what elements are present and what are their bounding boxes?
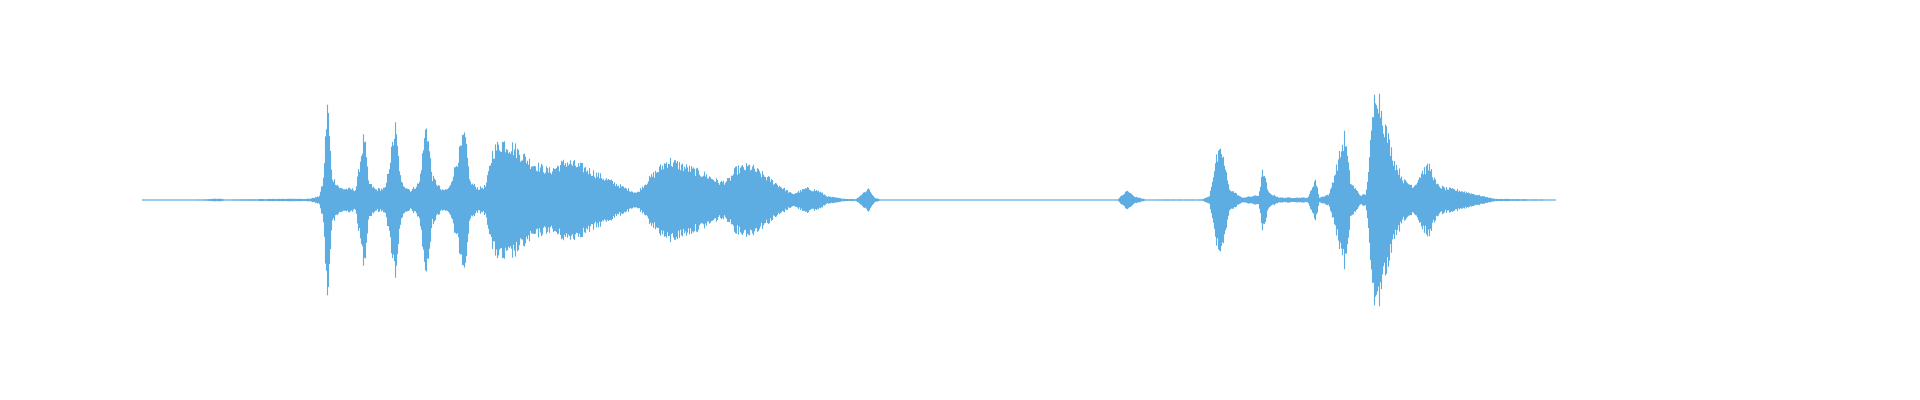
- waveform-samples: [141, 93, 1557, 307]
